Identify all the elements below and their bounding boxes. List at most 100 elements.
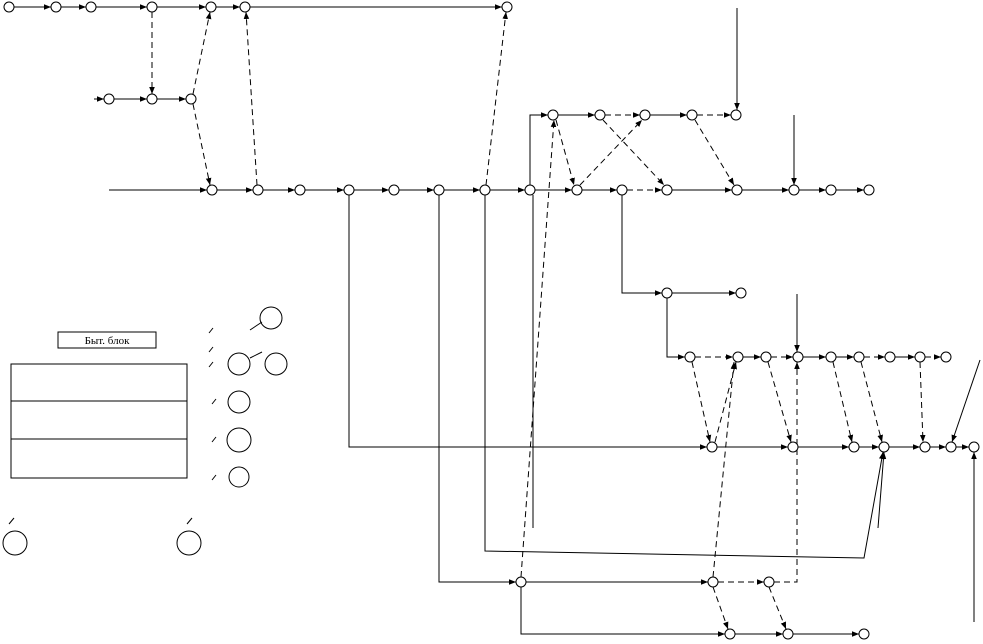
event-node bbox=[515, 576, 527, 588]
legend-sample-circle bbox=[264, 352, 288, 376]
event-node bbox=[343, 184, 355, 196]
legend: Быт. блок bbox=[2, 306, 288, 556]
legend-label-box bbox=[57, 331, 157, 349]
event-node bbox=[661, 287, 673, 299]
event-node bbox=[825, 184, 837, 196]
dependency-arrow-dashed bbox=[714, 361, 737, 443]
event-node bbox=[661, 184, 673, 196]
legend-sample-circle bbox=[226, 427, 252, 453]
event-node bbox=[763, 576, 775, 588]
work-arrow bbox=[877, 451, 887, 529]
event-node bbox=[479, 184, 491, 196]
event-node bbox=[388, 184, 400, 196]
legend-sample-circle bbox=[227, 390, 251, 414]
event-node bbox=[863, 184, 875, 196]
event-node bbox=[252, 184, 264, 196]
dependency-arrow-dashed bbox=[712, 586, 729, 630]
event-node bbox=[878, 441, 890, 453]
event-node bbox=[571, 184, 583, 196]
edges-layer bbox=[14, 4, 981, 637]
legend-tick bbox=[211, 474, 217, 481]
event-node bbox=[206, 184, 218, 196]
work-arrow bbox=[621, 195, 662, 296]
event-node bbox=[782, 628, 794, 640]
event-node bbox=[433, 184, 445, 196]
event-node bbox=[686, 109, 698, 121]
event-node bbox=[968, 441, 980, 453]
event-node bbox=[547, 109, 559, 121]
dependency-arrow-dashed bbox=[555, 119, 575, 186]
event-node bbox=[3, 1, 15, 13]
legend-tick bbox=[8, 517, 15, 525]
event-node bbox=[919, 441, 931, 453]
legend-tick bbox=[208, 361, 214, 368]
dependency-arrow-dashed bbox=[691, 361, 712, 443]
legend-label-text: Быт. блок bbox=[85, 335, 130, 347]
work-arrow bbox=[666, 298, 685, 360]
event-node bbox=[639, 109, 651, 121]
event-node bbox=[760, 351, 772, 363]
event-node bbox=[707, 576, 719, 588]
event-node bbox=[945, 441, 957, 453]
event-node bbox=[185, 93, 197, 105]
legend-tick bbox=[208, 346, 214, 353]
event-node bbox=[103, 93, 115, 105]
event-node bbox=[294, 184, 306, 196]
event-node bbox=[146, 93, 158, 105]
event-node bbox=[787, 441, 799, 453]
event-node bbox=[616, 184, 628, 196]
event-node bbox=[914, 351, 926, 363]
dependency-arrow-dashed bbox=[919, 361, 926, 443]
event-node bbox=[85, 1, 97, 13]
event-node bbox=[524, 184, 536, 196]
legend-sample-circle bbox=[2, 530, 28, 556]
dependency-arrow-dashed bbox=[192, 11, 212, 95]
event-node bbox=[146, 1, 158, 13]
work-arrow bbox=[438, 195, 516, 585]
event-node bbox=[731, 184, 743, 196]
dependency-arrow-dashed bbox=[694, 119, 735, 186]
legend-sample-circle bbox=[176, 530, 202, 556]
event-node bbox=[50, 1, 62, 13]
event-node bbox=[732, 351, 744, 363]
legend-table bbox=[10, 363, 188, 479]
nodes-layer bbox=[3, 1, 980, 640]
event-node bbox=[730, 109, 742, 121]
dependency-arrow-dashed bbox=[520, 119, 557, 578]
legend-leader bbox=[249, 321, 263, 331]
event-node bbox=[825, 351, 837, 363]
dependency-arrow-dashed bbox=[768, 586, 787, 630]
dependency-arrow-dashed bbox=[767, 361, 792, 443]
event-node bbox=[853, 351, 865, 363]
event-node bbox=[940, 351, 952, 363]
legend-sample-circle bbox=[259, 306, 283, 330]
legend-tick bbox=[211, 398, 217, 405]
event-node bbox=[724, 628, 736, 640]
legend-leader bbox=[249, 351, 263, 359]
dependency-arrow-dashed bbox=[485, 11, 508, 186]
legend-tick bbox=[186, 517, 193, 525]
dependency-arrow-dashed bbox=[860, 361, 883, 443]
event-node bbox=[858, 628, 870, 640]
event-node bbox=[792, 351, 804, 363]
work-arrow bbox=[520, 587, 725, 637]
dependency-arrow-dashed bbox=[832, 361, 854, 443]
dependency-arrow-dashed bbox=[774, 362, 800, 583]
event-node bbox=[594, 109, 606, 121]
legend-tick bbox=[208, 327, 214, 334]
event-node bbox=[706, 441, 718, 453]
event-node bbox=[788, 184, 800, 196]
legend-sample-circle bbox=[227, 352, 251, 376]
work-arrow bbox=[348, 195, 707, 450]
dependency-arrow-dashed bbox=[192, 103, 212, 186]
event-node bbox=[684, 351, 696, 363]
dependency-arrow-dashed bbox=[243, 11, 258, 186]
dependency-arrow-dashed bbox=[579, 119, 643, 186]
dependency-arrow-dashed bbox=[602, 119, 665, 186]
dependency-arrow-dashed bbox=[712, 361, 737, 578]
work-arrow bbox=[529, 112, 548, 185]
event-node bbox=[848, 441, 860, 453]
event-node bbox=[501, 1, 513, 13]
event-node bbox=[884, 351, 896, 363]
